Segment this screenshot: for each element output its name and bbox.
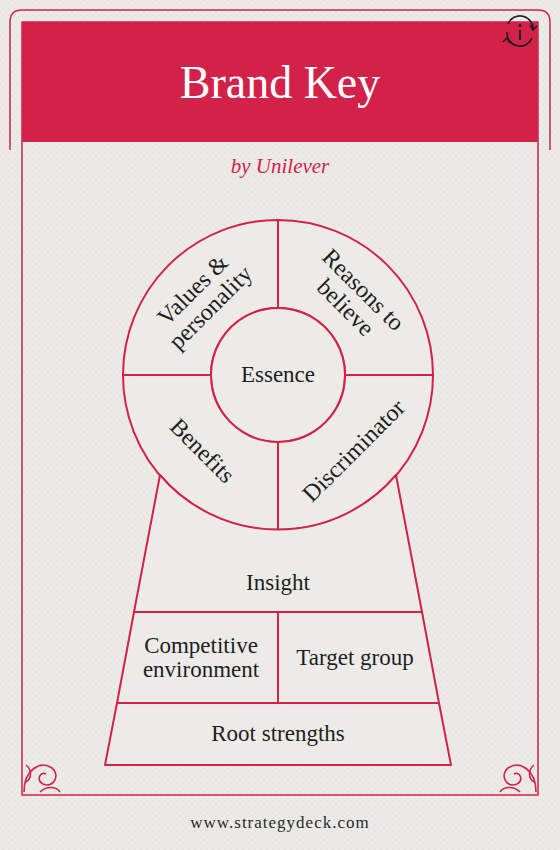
node-label: Competitive environment [126,634,276,682]
competitive-cell: Competitive environment [117,612,278,703]
insight-band-shape [134,475,422,612]
footer-url: www.strategydeck.com [190,813,369,833]
card-border [22,22,538,795]
top-bracket [10,10,550,150]
node-label: Root strengths [211,722,345,746]
wheel-segment-shape [278,375,433,530]
root-band: Root strengths [105,703,451,765]
corner-ornament [24,765,536,792]
target-cell-shape [278,612,439,703]
node-label: Target group [296,646,413,670]
wheel-segment: Discriminator [278,375,433,530]
insight-band: Insight [134,475,422,612]
wheel-segment: Benefits [123,375,278,530]
target-cell: Target group [278,612,439,703]
info-icon [503,16,537,46]
subtitle: by Unilever [231,154,330,179]
card-title: Brand Key [180,56,381,109]
node-label: Insight [246,571,310,595]
node-label: Essence [241,363,315,387]
competitive-cell-shape [117,612,278,703]
wheel-segment-shape [123,375,278,530]
title-banner [22,22,538,142]
root-band-shape [105,703,451,765]
